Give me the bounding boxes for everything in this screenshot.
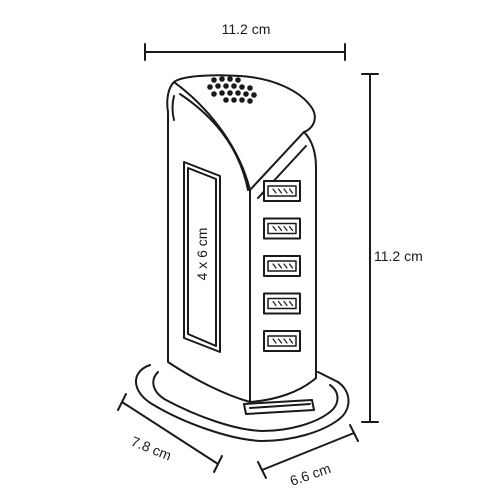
usb-port-pin	[288, 300, 294, 307]
usb-port-pin	[288, 225, 294, 232]
usb-port	[263, 292, 301, 315]
usb-port-slot	[267, 260, 297, 272]
tower-edge-highlight	[179, 93, 249, 191]
base-width-label: 6.6 cm	[288, 460, 333, 489]
usb-port-slot	[267, 335, 297, 347]
usb-port-housing	[263, 330, 301, 352]
top-width-dimension: 11.2 cm	[144, 21, 346, 61]
usb-port-housing	[263, 217, 301, 240]
usb-port-pin	[272, 300, 277, 307]
height-dimension: 11.2 cm	[361, 73, 423, 423]
speaker-grille	[207, 76, 257, 104]
usb-port-pin	[272, 338, 277, 344]
usb-port	[263, 255, 301, 277]
usb-port-housing	[263, 292, 301, 315]
print-area-inner-frame	[187, 167, 217, 347]
usb-port	[263, 217, 301, 240]
usb-port-pin	[272, 263, 277, 269]
base-depth-tick-right	[213, 455, 223, 473]
usb-port-pin	[288, 338, 294, 344]
usb-port-slot	[267, 185, 297, 197]
usb-port-pin	[272, 225, 277, 232]
usb-port	[263, 330, 301, 352]
base-slot-line	[249, 403, 311, 409]
usb-port-pin	[288, 188, 294, 194]
usb-port-pin	[277, 225, 283, 232]
usb-port-pin	[272, 188, 277, 194]
usb-port-pin	[277, 338, 283, 344]
usb-port	[263, 180, 301, 202]
usb-port-column	[263, 180, 301, 352]
usb-port-pin	[283, 338, 288, 344]
usb-port-housing	[263, 180, 301, 202]
usb-port-pin	[283, 263, 288, 269]
usb-port-slot	[267, 222, 297, 235]
base-depth-line	[121, 401, 219, 465]
usb-port-pin	[277, 188, 283, 194]
top-width-label: 11.2 cm	[222, 21, 271, 37]
base-width-tick-left	[257, 461, 267, 479]
print-area-label: 4 x 6 cm	[194, 228, 210, 281]
height-label: 11.2 cm	[374, 248, 423, 264]
base-plate-inner-rim	[152, 371, 339, 432]
base-depth-label: 7.8 cm	[129, 433, 174, 464]
base-depth-tick-left	[117, 393, 127, 411]
usb-port-pin	[277, 263, 283, 269]
print-area-frame	[183, 161, 221, 353]
usb-port-pin	[277, 300, 283, 307]
print-area: 4 x 6 cm	[183, 161, 221, 353]
usb-port-pin	[283, 225, 288, 232]
usb-port-housing	[263, 255, 301, 277]
usb-port-pin	[288, 263, 294, 269]
base-width-tick-right	[349, 424, 359, 442]
usb-port-pin	[283, 188, 288, 194]
usb-port-slot	[267, 297, 297, 310]
tower-back-edge	[171, 95, 175, 121]
base-width-line	[261, 432, 355, 471]
usb-port-pin	[283, 300, 288, 307]
